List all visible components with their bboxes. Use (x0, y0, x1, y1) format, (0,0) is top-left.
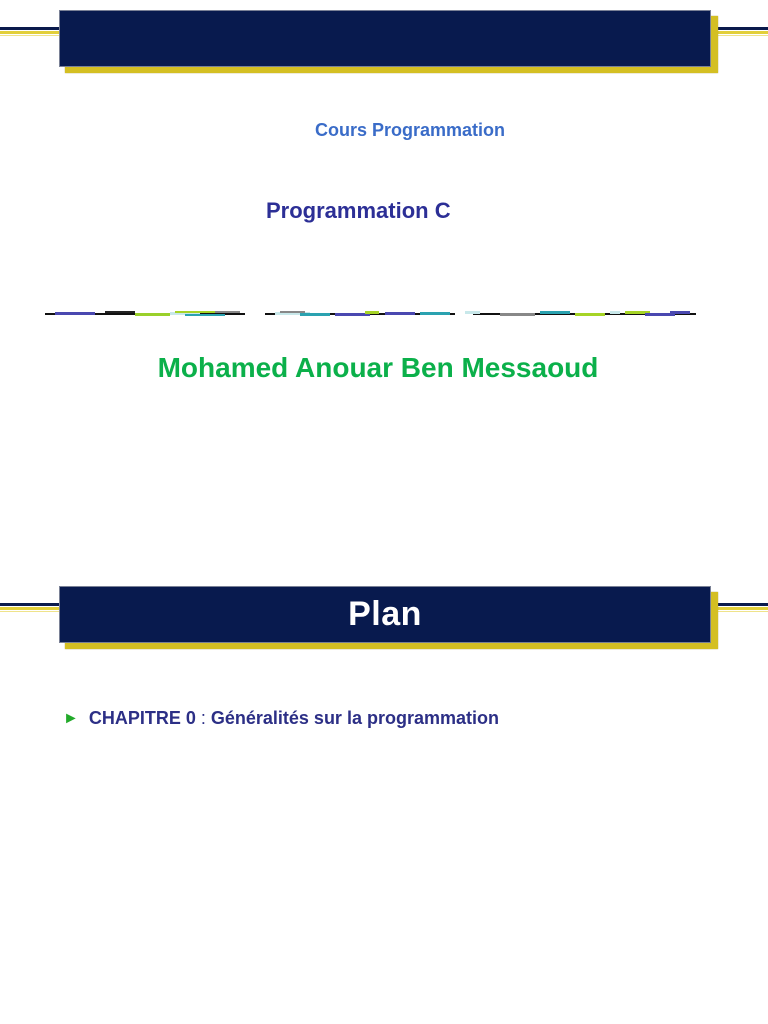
plan-title: Plan (348, 595, 422, 633)
author-name: Mohamed Anouar Ben Messaoud (0, 352, 768, 384)
course-subtitle: Cours Programmation (315, 120, 506, 140)
chapter-separator: : (200, 708, 206, 728)
banner-box (59, 10, 711, 67)
slide1-header-banner (0, 0, 768, 73)
banner-box: Plan (59, 586, 711, 643)
chapter-title: Généralités sur la programmation (210, 708, 499, 728)
course-title: Programmation C (266, 198, 451, 223)
plan-list-item: ► CHAPITRE 0 : Généralités sur la progra… (63, 708, 499, 729)
decorative-divider (45, 311, 696, 317)
chapter-label: CHAPITRE 0 (88, 708, 196, 728)
slide2-header-banner: Plan (0, 576, 768, 649)
triangle-bullet-icon: ► (63, 709, 79, 727)
author-name-text: Mohamed Anouar Ben Messaoud (157, 352, 599, 383)
